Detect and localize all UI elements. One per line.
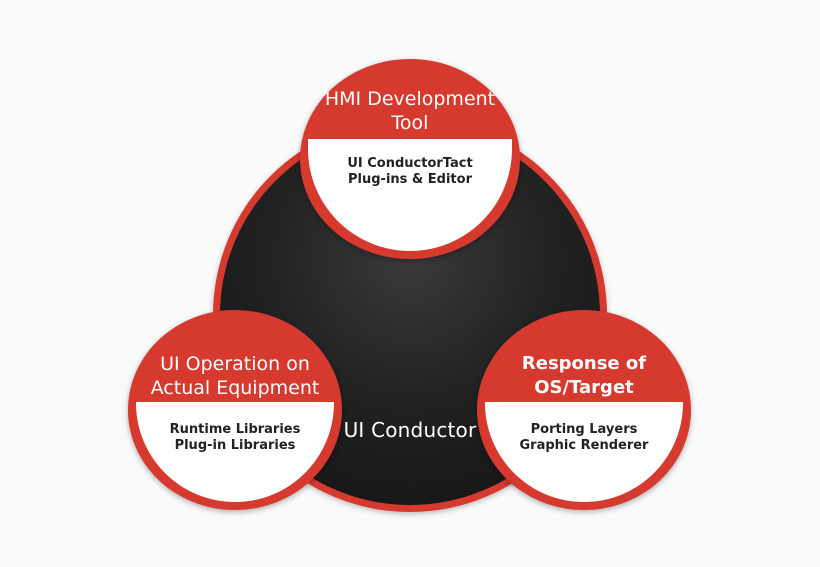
- node-subtitle: Runtime Libraries Plug-in Libraries: [128, 422, 342, 454]
- sub-line: Plug-in Libraries: [174, 438, 296, 453]
- sub-line: Porting Layers: [530, 422, 638, 437]
- node-title: UI Operation on Actual Equipment: [128, 352, 342, 400]
- title-line: Tool: [391, 112, 429, 134]
- sub-line: Runtime Libraries: [169, 422, 301, 437]
- ui-operation-circle: UI Operation on Actual Equipment Runtime…: [128, 310, 342, 510]
- title-line: Actual Equipment: [150, 377, 320, 399]
- core-label: UI Conductor: [343, 418, 477, 442]
- title-line: Response of: [521, 353, 647, 374]
- sub-line: Graphic Renderer: [519, 438, 649, 453]
- sub-line: Plug-ins & Editor: [348, 172, 472, 187]
- title-line: HMI Development: [324, 88, 496, 110]
- node-subtitle: UI ConductorTact Plug-ins & Editor: [300, 156, 520, 188]
- node-subtitle: Porting Layers Graphic Renderer: [477, 422, 691, 454]
- node-title: Response of OS/Target: [477, 352, 691, 400]
- response-os-target-circle: Response of OS/Target Porting Layers Gra…: [477, 310, 691, 510]
- node-title: HMI Development Tool: [300, 87, 520, 135]
- sub-line: UI ConductorTact: [347, 156, 473, 171]
- title-line: OS/Target: [534, 377, 634, 398]
- hmi-development-tool-circle: HMI Development Tool UI ConductorTact Pl…: [300, 59, 520, 259]
- title-line: UI Operation on: [160, 353, 310, 375]
